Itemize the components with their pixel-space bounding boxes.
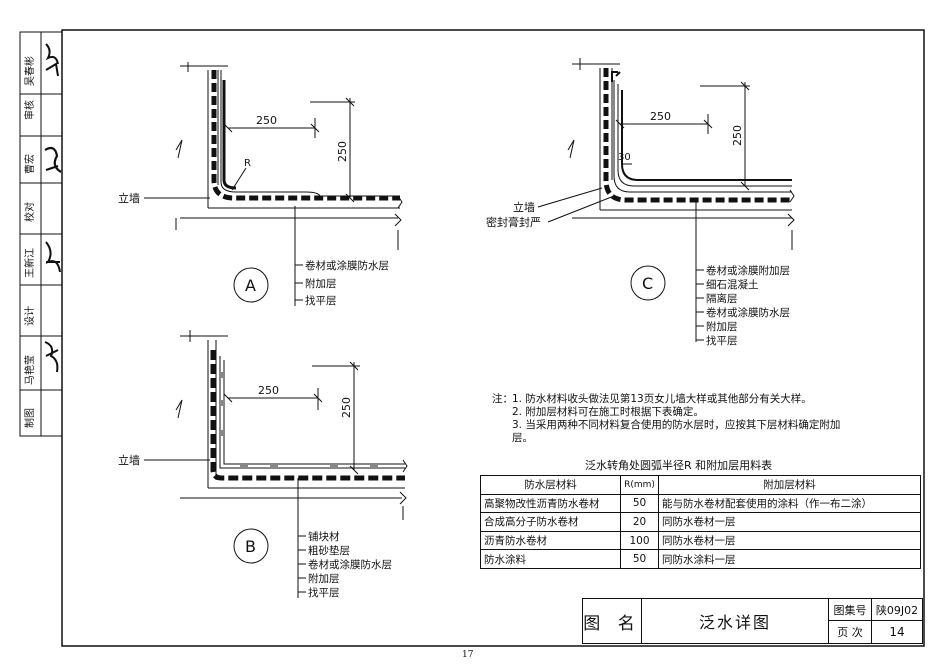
signature-mark	[45, 241, 61, 273]
role-check: 校对	[23, 202, 36, 222]
table-cell: 高聚物改性沥青防水卷材	[480, 493, 621, 514]
title-block: 图 名 泛水详图 图集号 陕09J02 页 次 14	[582, 598, 923, 644]
signature-mark	[44, 146, 62, 173]
role-audit: 审核	[23, 100, 36, 120]
table-row: 高聚物改性沥青防水卷材 50 能与防水卷材配套使用的涂料（作一布二涂）	[480, 493, 921, 514]
detail-marker-b	[233, 528, 269, 564]
layer-a-1: 卷材或涂膜防水层	[305, 259, 389, 272]
table-cell: 20	[620, 512, 659, 532]
drawing-name: 泛水详图	[641, 598, 829, 644]
name-design: 王新江	[23, 248, 36, 278]
note-2: 2. 附加层材料可在施工时根据下表确定。	[512, 406, 704, 418]
detail-label-a: A	[245, 276, 256, 295]
page-label: 页 次	[828, 620, 872, 644]
table-row: 合成高分子防水卷材 20 同防水卷材一层	[480, 512, 921, 532]
header-cell: R(mm)	[620, 475, 659, 495]
table-title: 泛水转角处圆弧半径R 和附加层用料表	[585, 459, 773, 472]
layer-c-1: 卷材或涂膜附加层	[706, 264, 790, 277]
layer-b-4: 附加层	[308, 572, 340, 585]
name-draw: 马艳莹	[23, 355, 36, 385]
table-cell: 同防水卷材一层	[658, 512, 921, 532]
detail-label-b: B	[245, 537, 256, 556]
signature-mark	[45, 43, 59, 77]
dim-c-horizontal: 250	[650, 110, 671, 123]
table-cell: 50	[620, 549, 659, 569]
detail-a: 250 250 R 立墙 卷材或涂膜防水层 附加层 找平层 A	[118, 62, 403, 307]
role-draw: 制图	[23, 408, 36, 428]
name-check: 曹宏	[23, 154, 36, 174]
signature-strip: 审核 吴春彬 校对 曹宏 设计 王新江 制图 马艳莹	[19, 31, 63, 437]
layer-c-6: 找平层	[706, 334, 738, 347]
dim-a-vertical: 250	[336, 141, 349, 162]
header-cell: 防水层材料	[480, 475, 621, 495]
detail-marker-c	[630, 265, 666, 301]
table-cell: 能与防水卷材配套使用的涂料（作一布二涂）	[658, 493, 921, 514]
table-cell: 合成高分子防水卷材	[480, 512, 621, 532]
drawing-name-label: 图 名	[582, 598, 642, 644]
sealant-label-c: 密封膏封严	[486, 215, 541, 229]
dim-b-vertical: 250	[340, 397, 353, 418]
signature-mark	[44, 341, 59, 373]
table-cell: 同防水卷材一层	[658, 530, 921, 551]
table-cell: 100	[620, 530, 659, 551]
table-header-row: 防水层材料 R(mm) 附加层材料	[480, 475, 921, 495]
dim-c-vertical: 250	[731, 125, 744, 146]
detail-marker-a	[233, 267, 269, 303]
layer-c-4: 卷材或涂膜防水层	[706, 306, 790, 319]
detail-b: 250 250 立墙 铺块材 粗砂垫层 卷材或涂膜防水层 附加层 找平层 B	[118, 330, 408, 599]
name-audit: 吴春彬	[23, 56, 36, 86]
detail-label-c: C	[642, 274, 653, 293]
dim-b-horizontal: 250	[258, 384, 279, 397]
layer-b-2: 粗砂垫层	[308, 544, 350, 557]
atlas-label: 图集号	[828, 598, 872, 621]
layer-b-1: 铺块材	[308, 530, 340, 543]
notes-prefix: 注：	[492, 393, 513, 405]
wall-label-b: 立墙	[118, 453, 140, 467]
table-cell: 沥青防水卷材	[480, 530, 621, 551]
layer-b-3: 卷材或涂膜防水层	[308, 558, 392, 571]
layer-c-3: 隔离层	[706, 292, 738, 305]
wall-label-c: 立墙	[513, 200, 535, 214]
note-1: 1. 防水材料收头做法见第13页女儿墙大样或其他部分有关大样。	[512, 393, 812, 405]
page-number: 17	[462, 650, 474, 660]
table-cell: 同防水涂料一层	[658, 549, 921, 569]
layer-a-2: 附加层	[305, 277, 337, 290]
header-cell: 附加层材料	[658, 475, 921, 495]
table-cell: 50	[620, 493, 659, 514]
table-row: 沥青防水卷材 100 同防水卷材一层	[480, 530, 921, 551]
layer-c-5: 附加层	[706, 320, 738, 333]
layer-b-5: 找平层	[308, 586, 340, 599]
layer-c-2: 细石混凝土	[706, 278, 759, 291]
wall-label-a: 立墙	[118, 191, 140, 205]
page-value: 14	[871, 620, 923, 644]
table-cell: 防水涂料	[480, 549, 621, 569]
dim-a-horizontal: 250	[256, 114, 277, 127]
notes-block: 注：1. 防水材料收头做法见第13页女儿墙大样或其他部分有关大样。 2. 附加层…	[492, 393, 852, 445]
atlas-number: 陕09J02	[871, 598, 923, 621]
layer-a-3: 找平层	[305, 294, 337, 307]
table-row: 防水涂料 50 同防水涂料一层	[480, 549, 921, 569]
radius-a-label: R	[244, 158, 251, 169]
materials-table: 防水层材料 R(mm) 附加层材料 高聚物改性沥青防水卷材 50 能与防水卷材配…	[480, 475, 921, 569]
detail-c: 250 250 30 立墙 密封膏封严 卷材或涂膜附加层 细石混凝土 隔离层 卷…	[486, 58, 795, 347]
role-design: 设计	[23, 306, 36, 326]
note-3: 3. 当采用两种不同材料复合使用的防水层时，应按其下层材料确定附加层。	[512, 419, 841, 444]
dim-c-small: 30	[618, 152, 631, 163]
